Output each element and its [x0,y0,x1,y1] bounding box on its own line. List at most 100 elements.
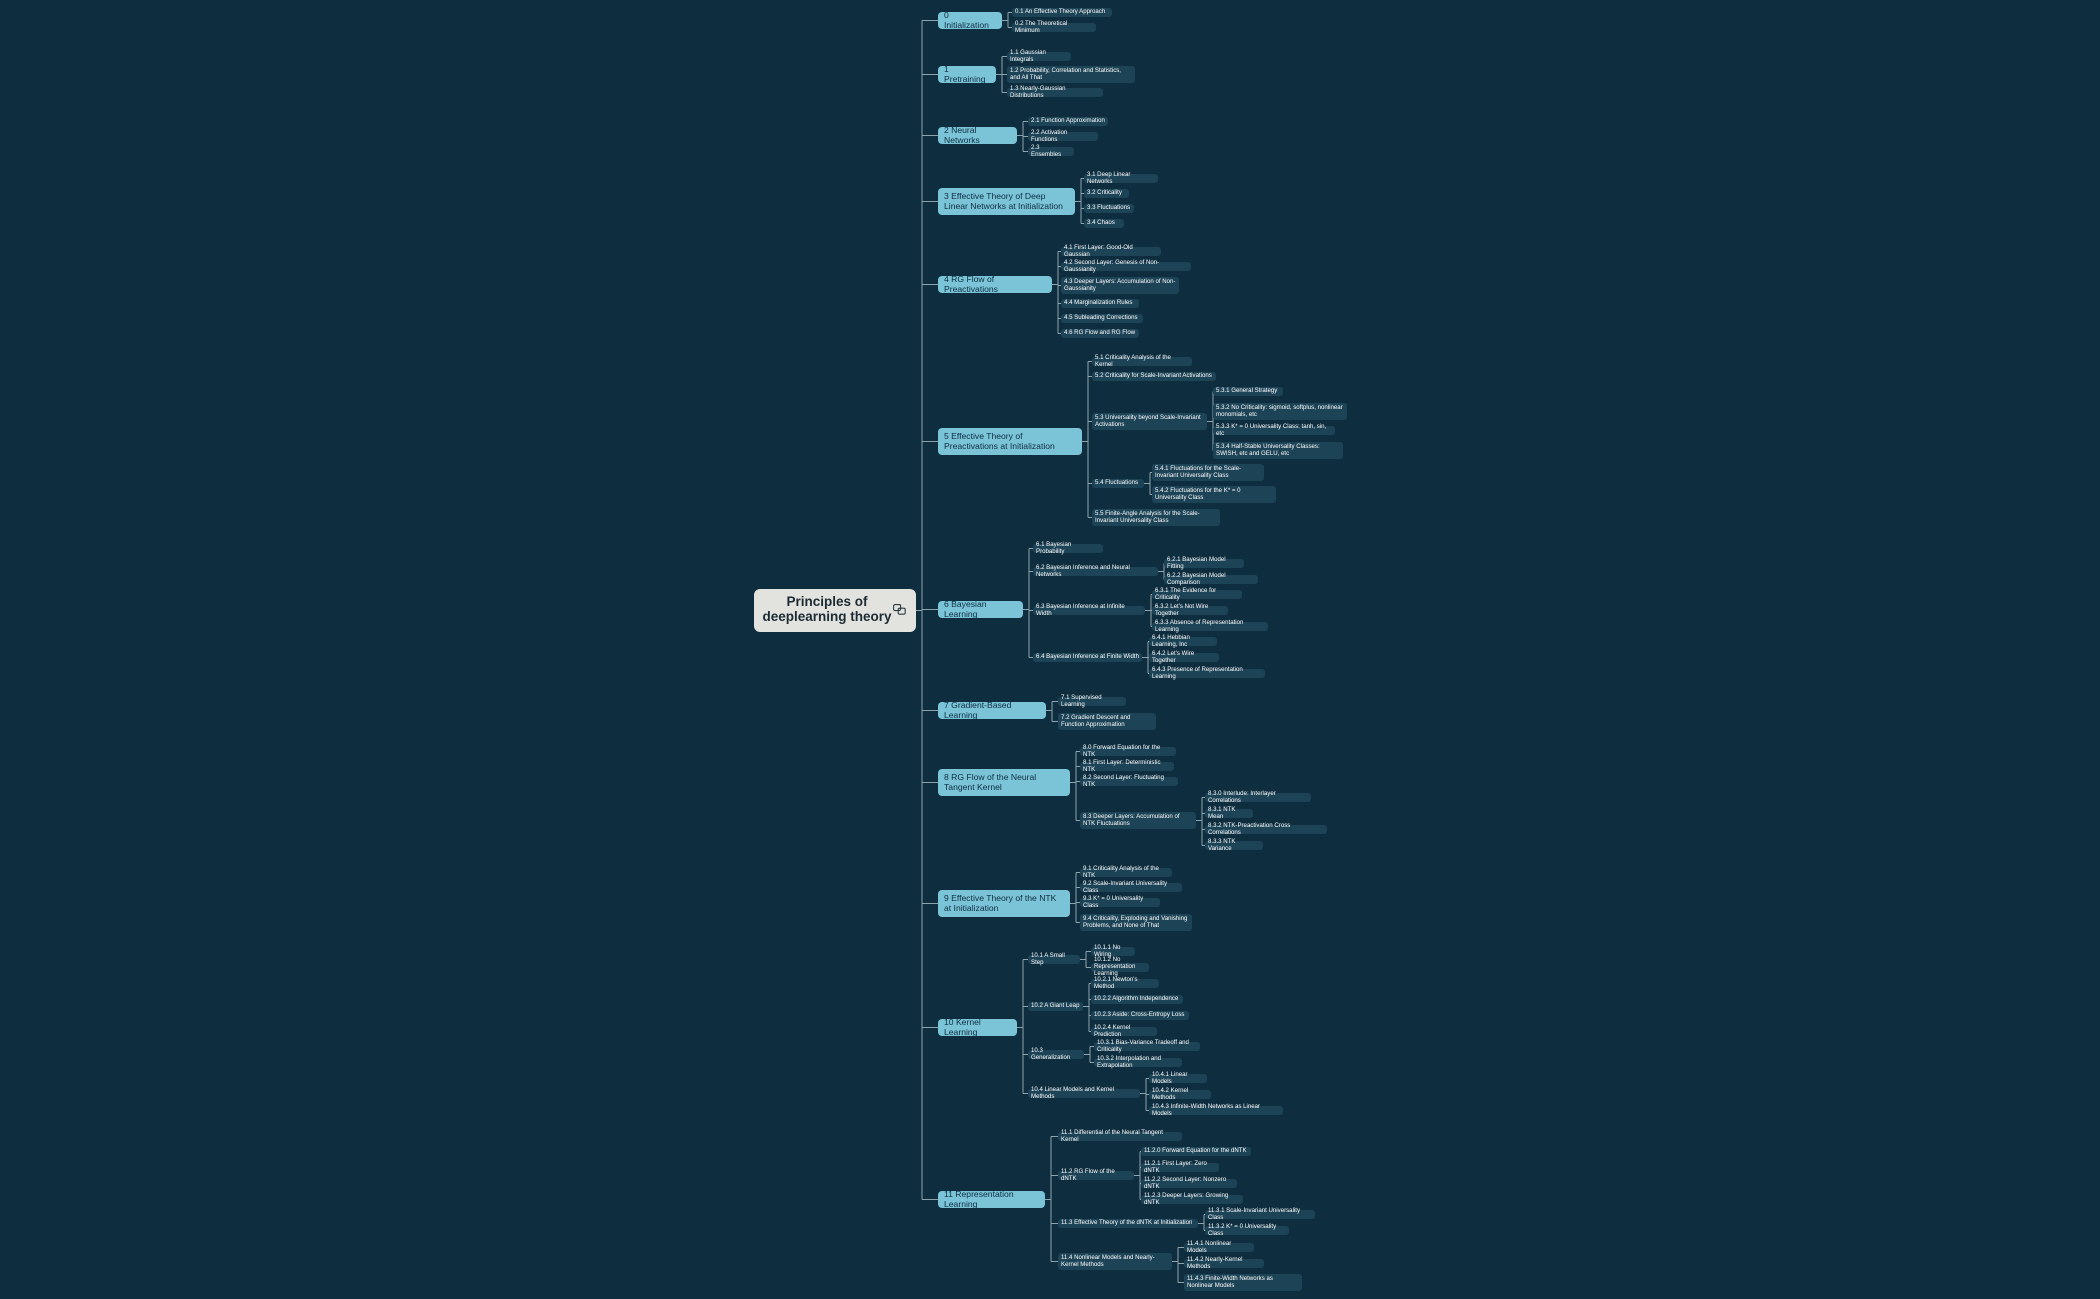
subsection-6-3-2[interactable]: 6.3.2 Let's Not Wire Together [1152,603,1228,616]
section-11-3[interactable]: 11.3 Effective Theory of the dNTK at Ini… [1058,1219,1198,1228]
section-10-2[interactable]: 10.2 A Giant Leap [1028,1002,1083,1011]
topic-label: 9.4 Criticality, Exploding and Vanishing… [1083,914,1188,929]
subsection-6-4-3[interactable]: 6.4.3 Presence of Representation Learnin… [1149,666,1265,679]
section-7-2[interactable]: 7.2 Gradient Descent and Function Approx… [1058,713,1156,730]
subsection-10-4-2[interactable]: 10.4.2 Kernel Methods [1149,1087,1211,1100]
section-5-1[interactable]: 5.1 Criticality Analysis of the Kernel [1092,354,1192,367]
section-4-2[interactable]: 4.2 Second Layer: Genesis of Non-Gaussia… [1061,259,1191,272]
section-1-1[interactable]: 1.1 Gaussian Integrals [1007,49,1071,62]
section-3-4[interactable]: 3.4 Chaos [1084,219,1124,228]
section-1-3[interactable]: 1.3 Nearly-Gaussian Distributions [1007,85,1103,98]
section-11-1[interactable]: 11.1 Differential of the Neural Tangent … [1058,1129,1182,1142]
subsection-11-2-2[interactable]: 11.2.2 Second Layer: Nonzero dNTK [1141,1176,1237,1189]
subsection-11-3-1[interactable]: 11.3.1 Scale-Invariant Universality Clas… [1205,1207,1315,1220]
section-7-1[interactable]: 7.1 Supervised Learning [1058,694,1126,707]
subsection-10-2-4[interactable]: 10.2.4 Kernel Prediction [1091,1024,1157,1037]
topic-label: 8.3.1 NTK Mean [1208,805,1236,820]
subsection-8-3-1[interactable]: 8.3.1 NTK Mean [1205,805,1253,820]
section-3-1[interactable]: 3.1 Deep Linear Networks [1084,171,1158,184]
link-icon[interactable] [893,604,906,615]
section-4-4[interactable]: 4.4 Marginalization Rules [1061,299,1139,308]
section-8-3[interactable]: 8.3 Deeper Layers: Accumulation of NTK F… [1080,812,1196,829]
subsection-5-3-4[interactable]: 5.3.4 Half-Stable Universality Classes: … [1213,442,1343,459]
section-4-6[interactable]: 4.6 RG Flow and RG Flow [1061,329,1139,338]
chapter-6[interactable]: 6 Bayesian Learning [938,599,1023,618]
section-11-4[interactable]: 11.4 Nonlinear Models and Nearly-Kernel … [1058,1253,1172,1270]
section-5-4[interactable]: 5.4 Fluctuations [1092,479,1144,488]
subsection-10-3-2[interactable]: 10.3.2 Interpolation and Extrapolation [1094,1055,1182,1068]
section-9-3[interactable]: 9.3 K* = 0 Universality Class [1080,895,1160,908]
subsection-10-1-2[interactable]: 10.1.2 No Representation Learning [1091,956,1149,977]
section-5-5[interactable]: 5.5 Finite-Angle Analysis for the Scale-… [1092,509,1220,526]
section-10-3[interactable]: 10.3 Generalization [1028,1047,1084,1060]
section-8-2[interactable]: 8.2 Second Layer: Fluctuating NTK [1080,774,1178,787]
section-6-2[interactable]: 6.2 Bayesian Inference and Neural Networ… [1033,564,1158,577]
subsection-11-2-0[interactable]: 11.2.0 Forward Equation for the dNTK [1141,1147,1251,1156]
subsection-5-3-1[interactable]: 5.3.1 General Strategy [1213,387,1283,396]
section-10-1[interactable]: 10.1 A Small Step [1028,952,1080,965]
section-11-2[interactable]: 11.2 RG Flow of the dNTK [1058,1168,1134,1181]
subsection-5-3-2[interactable]: 5.3.2 No Criticality: sigmoid, softplus,… [1213,403,1347,420]
subsection-6-4-2[interactable]: 6.4.2 Let's Wire Together [1149,650,1219,663]
section-9-1[interactable]: 9.1 Criticality Analysis of the NTK [1080,865,1172,878]
subsection-6-3-3[interactable]: 6.3.3 Absence of Representation Learning [1152,619,1268,632]
subsection-6-2-2[interactable]: 6.2.2 Bayesian Model Comparison [1164,572,1258,585]
chapter-11[interactable]: 11 Representation Learning [938,1189,1045,1208]
subsection-11-2-1[interactable]: 11.2.1 First Layer: Zero dNTK [1141,1160,1219,1173]
chapter-7[interactable]: 7 Gradient-Based Learning [938,700,1046,719]
subsection-8-3-2[interactable]: 8.3.2 NTK-Preactivation Cross Correlatio… [1205,822,1327,835]
section-2-3[interactable]: 2.3 Ensembles [1028,144,1074,157]
chapter-0[interactable]: 0 Initialization [938,10,1002,29]
subsection-10-3-1[interactable]: 10.3.1 Bias-Variance Tradeoff and Critic… [1094,1039,1200,1052]
section-5-3[interactable]: 5.3 Universality beyond Scale-Invariant … [1092,413,1207,430]
section-2-1[interactable]: 2.1 Function Approximation [1028,117,1108,126]
subsection-11-4-2[interactable]: 11.4.2 Nearly-Kernel Methods [1184,1256,1264,1269]
subsection-8-3-0[interactable]: 8.3.0 Interlude: Interlayer Correlations [1205,790,1311,803]
chapter-10[interactable]: 10 Kernel Learning [938,1017,1017,1036]
section-4-5[interactable]: 4.5 Subleading Corrections [1061,314,1143,323]
subsection-6-3-1[interactable]: 6.3.1 The Evidence for Criticality [1152,587,1242,600]
section-9-4[interactable]: 9.4 Criticality, Exploding and Vanishing… [1080,914,1192,931]
subsection-10-4-3[interactable]: 10.4.3 Infinite-Width Networks as Linear… [1149,1103,1283,1116]
section-10-4[interactable]: 10.4 Linear Models and Kernel Methods [1028,1086,1140,1099]
chapter-3[interactable]: 3 Effective Theory of Deep Linear Networ… [938,188,1075,215]
section-1-2[interactable]: 1.2 Probability, Correlation and Statist… [1007,66,1135,83]
subsection-8-3-3[interactable]: 8.3.3 NTK Variance [1205,838,1263,851]
section-0-1[interactable]: 0.1 An Effective Theory Approach [1012,8,1112,17]
subsection-6-2-1[interactable]: 6.2.1 Bayesian Model Fitting [1164,556,1244,569]
section-6-3[interactable]: 6.3 Bayesian Inference at Infinite Width [1033,603,1145,616]
section-3-2[interactable]: 3.2 Criticality [1084,189,1129,198]
subsection-5-4-1[interactable]: 5.4.1 Fluctuations for the Scale-Invaria… [1152,464,1264,481]
section-4-3[interactable]: 4.3 Deeper Layers: Accumulation of Non-G… [1061,277,1179,294]
section-5-2[interactable]: 5.2 Criticality for Scale-Invariant Acti… [1092,372,1216,381]
chapter-1[interactable]: 1 Pretraining [938,64,996,83]
chapter-8[interactable]: 8 RG Flow of the Neural Tangent Kernel [938,769,1070,796]
section-3-3[interactable]: 3.3 Fluctuations [1084,204,1134,213]
section-6-4[interactable]: 6.4 Bayesian Inference at Finite Width [1033,653,1142,662]
subsection-5-4-2[interactable]: 5.4.2 Fluctuations for the K* = 0 Univer… [1152,486,1276,503]
subsection-10-2-1[interactable]: 10.2.1 Newton's Method [1091,976,1159,989]
subsection-11-3-2[interactable]: 11.3.2 K* = 0 Universality Class [1205,1223,1289,1236]
section-4-1[interactable]: 4.1 First Layer: Good-Old Gaussian [1061,244,1161,257]
root-topic[interactable]: Principles of deeplearning theory [754,589,916,632]
subsection-11-4-1[interactable]: 11.4.1 Nonlinear Models [1184,1240,1254,1253]
section-0-2[interactable]: 0.2 The Theoretical Minimum [1012,20,1096,33]
subsection-10-1-1[interactable]: 10.1.1 No Wiring [1091,944,1135,957]
chapter-2[interactable]: 2 Neural Networks [938,125,1017,144]
chapter-5[interactable]: 5 Effective Theory of Preactivations at … [938,428,1082,455]
chapter-9[interactable]: 9 Effective Theory of the NTK at Initial… [938,890,1070,917]
subsection-6-4-1[interactable]: 6.4.1 Hebbian Learning, Inc [1149,634,1217,647]
section-8-0[interactable]: 8.0 Forward Equation for the NTK [1080,744,1176,757]
subsection-10-4-1[interactable]: 10.4.1 Linear Models [1149,1071,1207,1084]
section-2-2[interactable]: 2.2 Activation Functions [1028,129,1098,142]
subsection-10-2-3[interactable]: 10.2.3 Aside: Cross-Entropy Loss [1091,1011,1189,1020]
section-8-1[interactable]: 8.1 First Layer: Deterministic NTK [1080,759,1174,772]
subsection-5-3-3[interactable]: 5.3.3 K* = 0 Universality Class: tanh, s… [1213,423,1335,436]
section-9-2[interactable]: 9.2 Scale-Invariant Universality Class [1080,880,1182,893]
subsection-11-4-3[interactable]: 11.4.3 Finite-Width Networks as Nonlinea… [1184,1274,1302,1291]
chapter-4[interactable]: 4 RG Flow of Preactivations [938,274,1052,293]
subsection-10-2-2[interactable]: 10.2.2 Algorithm Independence [1091,995,1183,1004]
subsection-11-2-3[interactable]: 11.2.3 Deeper Layers: Growing dNTK [1141,1192,1243,1205]
section-6-1[interactable]: 6.1 Bayesian Probability [1033,541,1103,554]
